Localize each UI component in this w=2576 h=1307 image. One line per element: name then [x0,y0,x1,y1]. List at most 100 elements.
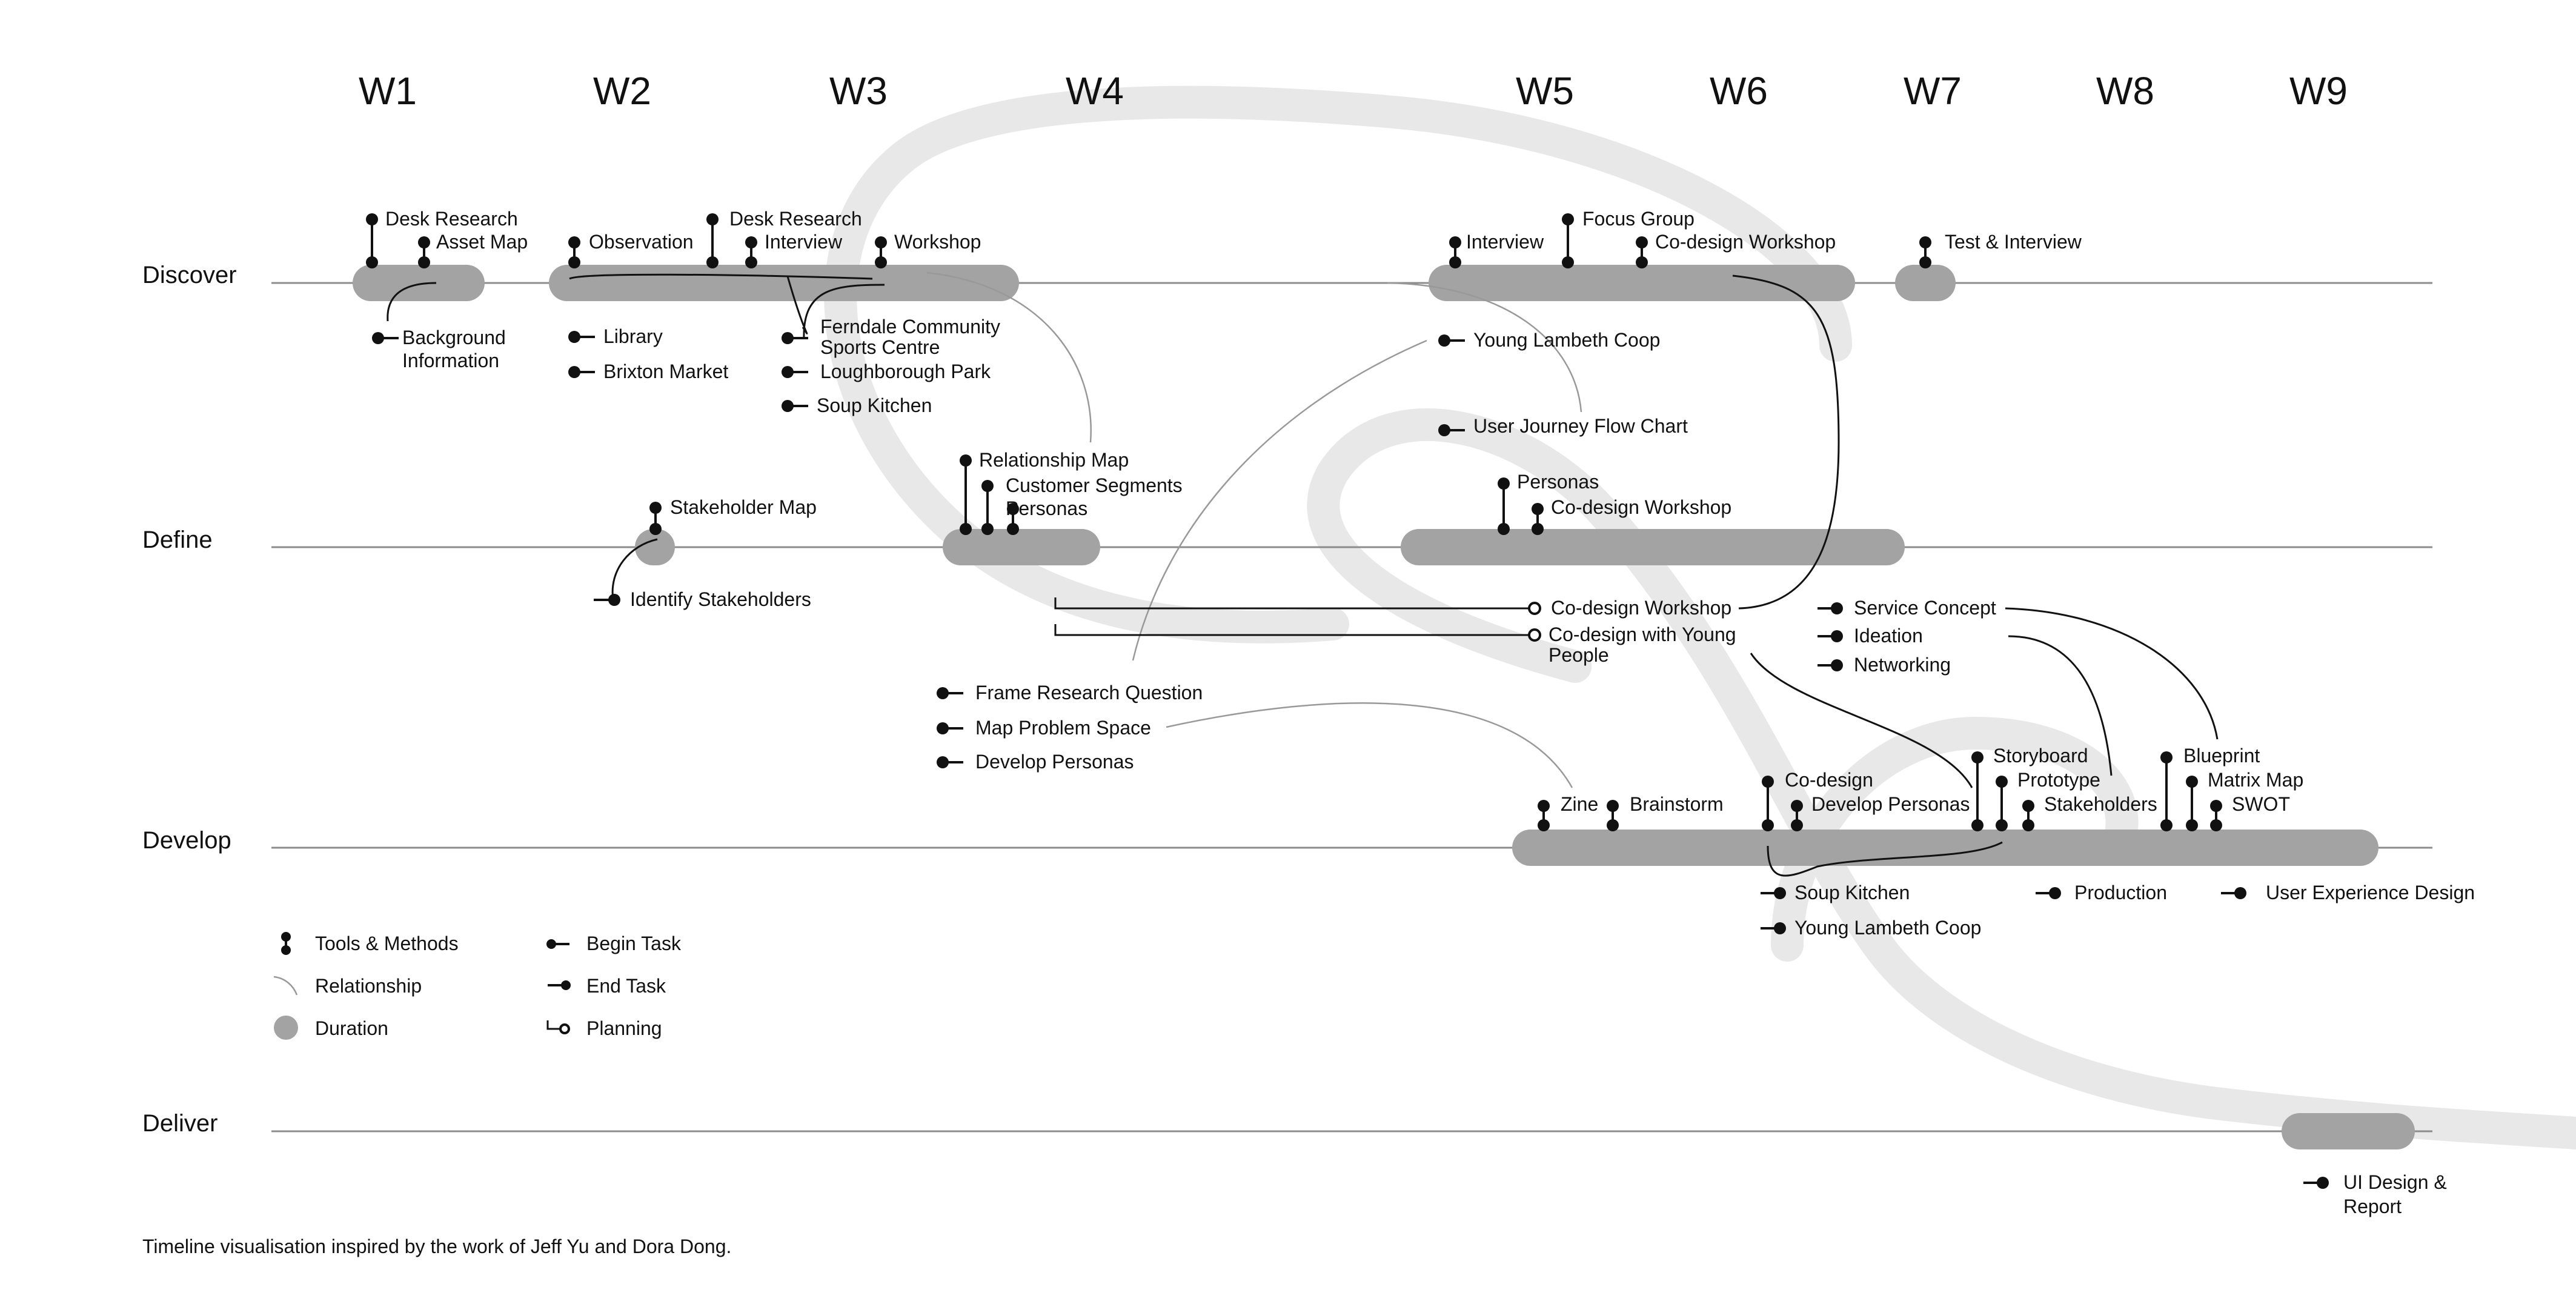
label-personas: Personas [1006,497,1087,519]
task-marker-dot [1971,751,1983,763]
planning-connector [1054,597,1535,610]
task-marker-dot [1498,523,1510,535]
planning-brackets [1054,597,1541,642]
task-marker-dot [366,256,378,268]
task-marker-dot [1831,630,1843,642]
label-codesign: Co-design [1785,769,1873,791]
task-marker-dot [1538,819,1550,831]
task-marker-dot [608,594,620,606]
task-marker-dot [2160,751,2173,763]
relationship-line [926,271,1092,443]
label-develop-personas-2: Develop Personas [1811,793,1970,815]
task-marker-dot [2022,800,2034,812]
label-customer-segments: Customer Segments [1006,474,1183,496]
label-soup-kitchen-2: Soup Kitchen [1794,882,1910,903]
task-marker-dot [366,213,378,225]
task-marker-dot [2186,819,2198,831]
task-marker-dot [1831,602,1843,614]
label-young-lambeth-coop: Young Lambeth Coop [1473,329,1660,351]
legend-planning-icon [546,1020,570,1034]
duration-bar-define-2 [943,529,1100,565]
task-marker-dot [649,502,662,514]
task-marker-dot [1607,800,1619,812]
label-focus-group: Focus Group [1582,208,1695,230]
label-identify-stakeholders: Identify Stakeholders [630,588,811,610]
relationship-line [803,284,885,339]
task-marker-dot [1831,659,1843,671]
task-marker-dot [1774,922,1786,934]
label-relationship-map: Relationship Map [979,449,1129,471]
legend-tools-methods-icon [281,932,291,955]
task-marker-dot [418,236,430,248]
relationship-line [387,282,437,322]
week-label-2: W2 [593,69,651,113]
duration-bar-define-3 [1401,529,1905,565]
relationship-line [2008,635,2113,776]
label-blueprint: Blueprint [2183,745,2260,767]
task-marker-dot [1007,503,1019,515]
phase-deliver: Deliver [142,1110,217,1137]
label-ferndale: Ferndale Community [820,316,1000,338]
task-marker-dot [981,480,994,492]
relationship-line [1132,339,1427,661]
legend-duration-icon [274,1016,298,1040]
label-young-lambeth-coop-2: Young Lambeth Coop [1794,917,1981,939]
phase-labels: Discover Define Develop Deliver [142,262,237,1137]
phase-discover: Discover [142,262,237,288]
task-marker-dot [1996,776,2008,788]
task-marker-dot [2210,819,2222,831]
label-brixton-market: Brixton Market [603,361,728,382]
label-map-problem-space: Map Problem Space [975,717,1151,739]
task-marker-dot [745,236,757,248]
task-marker-dot [1449,236,1461,248]
relationship-line [1387,282,1582,413]
label-service-concept: Service Concept [1854,597,1996,619]
label-soup-kitchen: Soup Kitchen [817,394,932,416]
task-marker-dot [281,932,291,942]
task-marker-dot [2210,800,2222,812]
label-ideation: Ideation [1854,625,1923,647]
duration-bar-deliver [2282,1113,2415,1149]
method-pins [366,213,2222,831]
legend-begin-task: Begin Task [586,933,682,954]
label-loughborough-park: Loughborough Park [820,361,991,382]
task-marker-dot [1762,776,1774,788]
label-observation: Observation [589,231,694,253]
relationship-line [2005,607,2219,740]
task-marker-dot [1498,477,1510,490]
week-label-3: W3 [829,69,888,113]
label-storyboard: Storyboard [1993,745,2088,767]
task-marker-dot [706,213,719,225]
label-codesign-young-2: People [1549,644,1609,666]
label-background-information-2: Information [402,350,499,371]
phase-axes [271,282,2432,1132]
task-marker-dot [1562,256,1574,268]
task-marker-dot [1636,256,1648,268]
duration-bar-discover-3 [1429,265,1855,301]
label-networking: Networking [1854,654,1951,676]
task-marker-dot [1774,887,1786,899]
planning-marker [1528,602,1541,615]
label-desk-research-2: Desk Research [729,208,862,230]
legend-duration: Duration [315,1017,388,1039]
task-marker-dot [1971,819,1983,831]
legend-tools-methods: Tools & Methods [315,933,459,954]
task-marker-dot [1791,800,1803,812]
task-marker-dot [1562,213,1574,225]
duration-bar-develop [1512,830,2378,866]
task-marker-dot [1007,523,1019,535]
task-marker-dot [649,523,662,535]
legend-relationship: Relationship [315,975,422,997]
label-personas-2: Personas [1517,471,1599,493]
duration-bar-define-1 [635,529,675,565]
relationship-line [786,276,808,334]
label-codesign-workshop: Co-design Workshop [1655,231,1836,253]
relationship-line [1750,653,1973,788]
task-marker-dot [418,256,430,268]
relationship-line [611,538,658,600]
label-zine: Zine [1561,793,1598,815]
deliver-labels: UI Design & Report [2343,1171,2447,1217]
task-marker-dot [1532,503,1544,515]
task-marker-dot [568,236,580,248]
relationship-line [569,273,873,280]
